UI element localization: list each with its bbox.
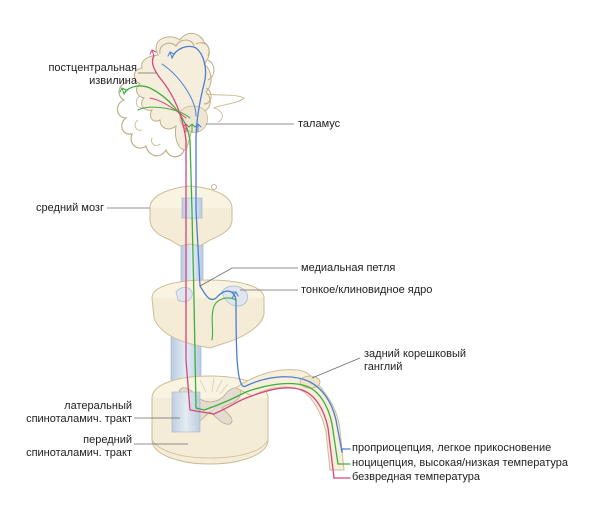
pathway-brain-fibers-2 (137, 106, 191, 119)
pathway-blue (171, 45, 343, 453)
spinal-body-front (151, 439, 269, 459)
midbrain-section (149, 184, 233, 247)
medulla-nuclei-2 (175, 287, 193, 302)
pathway-pink (151, 55, 335, 479)
cortex-arrow-green (119, 87, 127, 95)
legend-line-blue (341, 448, 351, 453)
thalamus-arrow-pink (182, 123, 190, 133)
pathway-green (123, 85, 339, 465)
right-hemisphere (205, 93, 245, 123)
label-nucleus-gracilis-cuneatus: тонкое/клиновидное ядро (301, 284, 433, 296)
legend-item-nociception: ноцицепция, высокая/низкая температура (352, 457, 568, 469)
pathway-brain-fibers (149, 97, 187, 119)
label-postcentral-gyrus: постцентральная извилина (48, 62, 137, 88)
legend-item-proprioception: проприоцепция, легкое прикосновение (352, 442, 552, 454)
gyri-left (116, 81, 185, 158)
label-anterior-tract-line2: спиноталамич. тракт (26, 447, 132, 459)
label-dorsal-root-ganglion: задний корешковый ганглий (364, 348, 466, 374)
label-postcentral-line2: извилина (89, 75, 137, 87)
cortex-arrow-blue (167, 51, 175, 59)
label-lateral-tract-line2: спиноталамич. тракт (26, 413, 132, 425)
thalamus-arrow-green (188, 123, 196, 133)
spinal-cord-section (151, 375, 269, 465)
pathway-green-medulla (211, 297, 237, 341)
label-drg-line2: ганглий (364, 361, 403, 373)
pathways (119, 45, 351, 479)
spinal-fissures (199, 377, 229, 395)
leader-lines (107, 72, 361, 445)
label-thalamus: таламус (298, 118, 341, 130)
brain-section (116, 33, 245, 158)
medulla-body (151, 297, 265, 349)
label-medial-lemniscus: медиальная петля (301, 262, 396, 274)
label-postcentral-line1: постцентральная (48, 62, 137, 74)
label-lateral-spinothalamic-tract: латеральный спиноталамич. тракт (26, 400, 132, 426)
gyri-inner (134, 95, 161, 147)
leader-drg (311, 357, 361, 379)
medulla-arrow (231, 291, 239, 299)
label-anterior-tract-line1: передний (83, 434, 132, 446)
midbrain-body (149, 208, 233, 247)
label-anterior-spinothalamic-tract: передний спиноталамич. тракт (26, 434, 132, 460)
cerebral-aqueduct (211, 184, 217, 190)
label-lateral-tract-line1: латеральный (64, 400, 132, 412)
pathway-brain-fibers-3 (161, 63, 197, 117)
cortex-arrow-pink (149, 49, 157, 57)
label-midbrain: средний мозг (36, 202, 104, 214)
label-drg-line1: задний корешковый (364, 348, 467, 360)
thalamus-arrow-blue (194, 123, 202, 133)
leader-medial-lemniscus (199, 267, 298, 287)
gyri-top (159, 39, 215, 105)
thalamus-region (179, 105, 208, 133)
legend-item-innocuous-temperature: безвредная температура (352, 471, 480, 483)
